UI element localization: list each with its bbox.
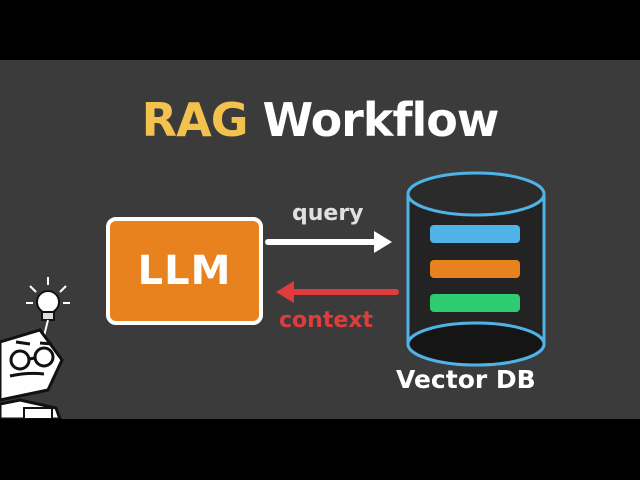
vector-db-cylinder — [406, 171, 546, 367]
diagram-canvas: RAG Workflow LLM — [0, 60, 640, 419]
robot-mascot-icon — [0, 277, 70, 419]
query-arrow — [265, 231, 392, 253]
title-workflow: Workflow — [262, 93, 499, 147]
db-record-3 — [430, 294, 520, 312]
llm-box: LLM — [106, 217, 263, 325]
db-record-2 — [430, 260, 520, 278]
vector-db-label: Vector DB — [396, 365, 536, 394]
llm-label: LLM — [137, 248, 232, 294]
title-rag: RAG — [141, 93, 249, 147]
context-arrow — [276, 281, 399, 303]
diagram-graphics — [0, 171, 546, 419]
lightbulb-icon — [26, 277, 70, 321]
context-label: context — [279, 308, 373, 333]
query-label: query — [292, 201, 364, 226]
db-record-1 — [430, 225, 520, 243]
diagram-title: RAG Workflow — [0, 92, 640, 148]
